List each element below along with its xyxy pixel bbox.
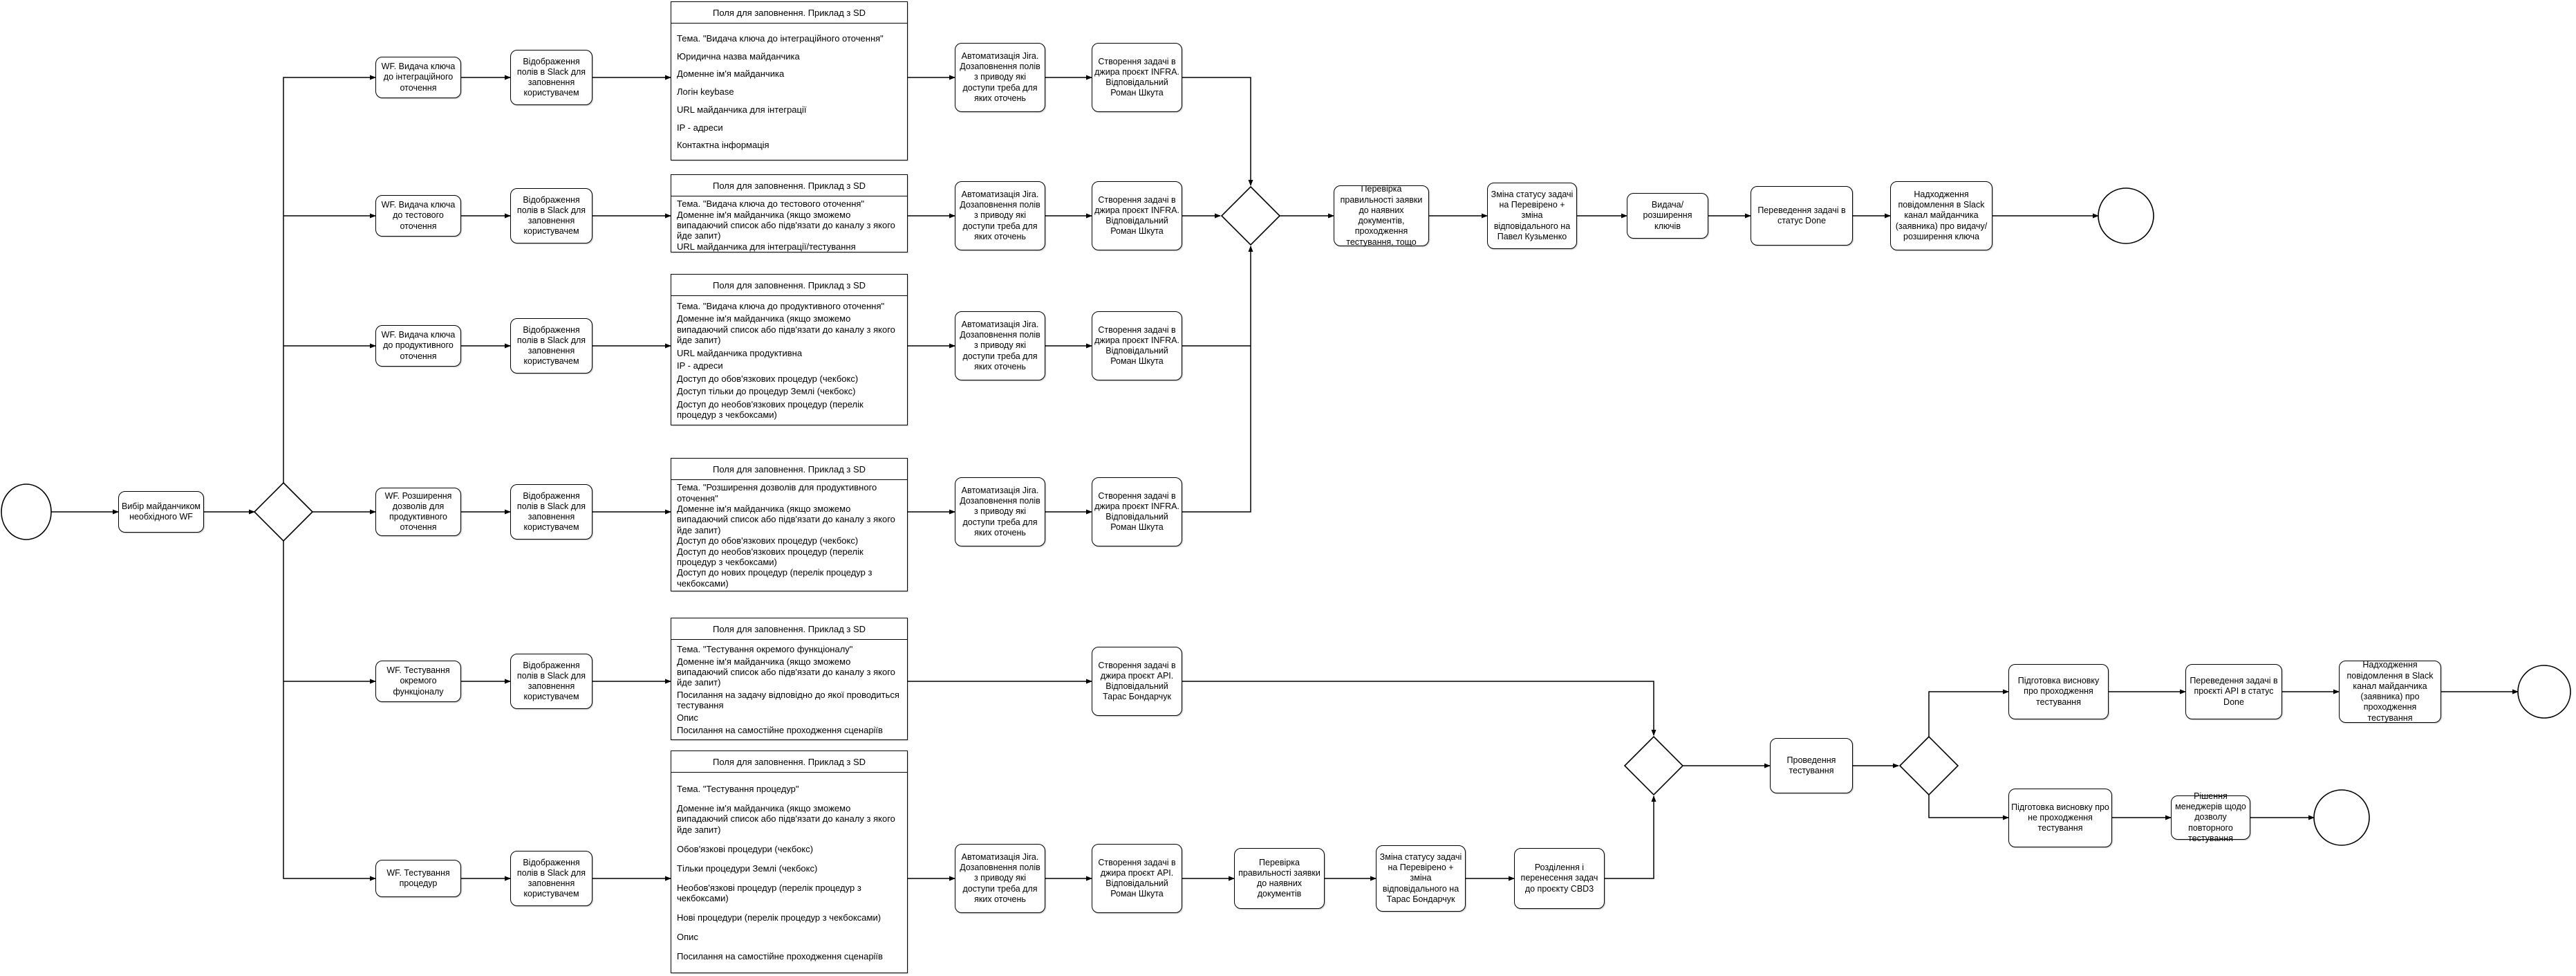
flow-connector — [1182, 681, 1656, 736]
flow-connector — [1928, 689, 2009, 737]
end-event-passed — [2517, 665, 2571, 719]
flow-connector — [1605, 795, 1656, 879]
gateway-merge-testing — [1623, 735, 1684, 796]
gateway-merge-keys — [1220, 185, 1281, 246]
gateway-wf-branch — [253, 481, 314, 542]
end-event-failed — [2313, 789, 2370, 846]
flow-connector — [1182, 77, 1253, 186]
flow-connector — [283, 541, 376, 881]
end-event-keys — [2098, 187, 2154, 244]
start-event — [1, 484, 52, 540]
flow-connector — [1928, 795, 2009, 820]
flow-connector — [283, 75, 376, 483]
gateway-test-result — [1898, 735, 1959, 796]
flow-connector — [1182, 246, 1253, 513]
